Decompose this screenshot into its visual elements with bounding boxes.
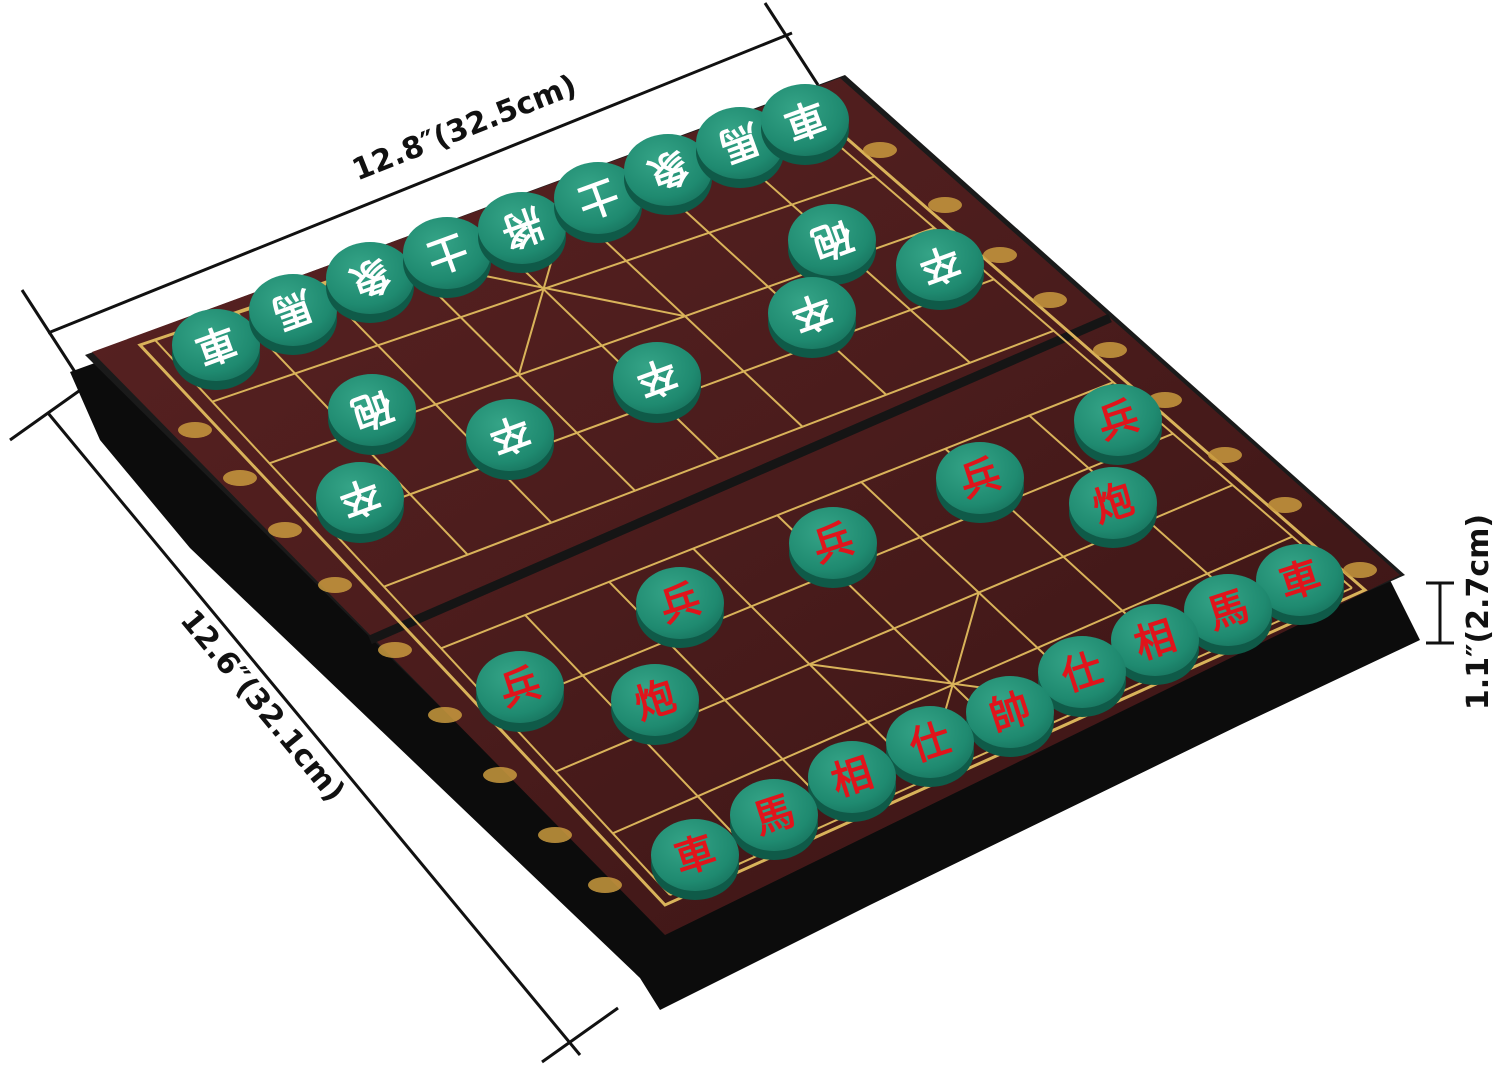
- chariot-ornament: [1093, 342, 1127, 358]
- piece-red-soldier: 兵: [1074, 384, 1162, 465]
- grid-file-line: [401, 258, 636, 492]
- piece-face: [1074, 384, 1162, 456]
- dimension-lines: [9, 2, 1454, 1064]
- piece-red-cannon: 炮: [611, 664, 699, 745]
- piece-face: [326, 242, 414, 314]
- piece-black-cannon: 砲: [788, 204, 876, 285]
- piece-red-advisor: 仕: [1038, 636, 1126, 717]
- piece-black-horse: 馬: [249, 274, 337, 355]
- piece-black-chariot: 車: [761, 84, 849, 165]
- chariot-ornament: [178, 422, 212, 438]
- piece-black-soldier: 卒: [613, 342, 701, 423]
- piece-face: [730, 779, 818, 851]
- piece-face: [761, 84, 849, 156]
- grid-file-line: [814, 124, 1353, 589]
- piece-red-soldier: 兵: [636, 567, 724, 648]
- piece-face: [1256, 544, 1344, 616]
- piece-face: [788, 204, 876, 276]
- chariot-ornament: [318, 577, 352, 593]
- width-dimension-label: 12.8″(32.5cm): [347, 68, 581, 188]
- chariot-ornament: [223, 470, 257, 486]
- piece-black-advisor: 士: [554, 162, 642, 243]
- chariot-ornament: [268, 522, 302, 538]
- chariot-ornament: [483, 767, 517, 783]
- piece-face: [886, 706, 974, 778]
- piece-face: [636, 567, 724, 639]
- piece-red-horse: 馬: [730, 779, 818, 860]
- piece-face: [624, 134, 712, 206]
- piece-black-soldier: 卒: [316, 462, 404, 543]
- piece-red-general: 帥: [966, 676, 1054, 757]
- chariot-ornament: [983, 247, 1017, 263]
- chariot-ornament: [1033, 292, 1067, 308]
- piece-red-advisor: 仕: [886, 706, 974, 787]
- piece-face: [1184, 574, 1272, 646]
- piece-black-cannon: 砲: [328, 374, 416, 455]
- piece-face: [651, 819, 739, 891]
- piece-red-chariot: 車: [1256, 544, 1344, 625]
- board-hinge: [368, 313, 1112, 645]
- pieces: 車 馬 象 士 將 士 象 馬 車 砲 砲 卒 卒 卒 卒 卒 兵 兵 兵 兵 …: [172, 84, 1344, 900]
- piece-face: [249, 274, 337, 346]
- piece-black-soldier: 卒: [896, 229, 984, 310]
- piece-red-elephant: 相: [1111, 604, 1199, 685]
- piece-face: [1038, 636, 1126, 708]
- chariot-ornament: [1208, 447, 1242, 463]
- xiangqi-board: [70, 75, 1420, 1010]
- piece-face: [403, 217, 491, 289]
- chariot-ornament: [378, 642, 412, 658]
- piece-face: [554, 162, 642, 234]
- height-dimension-label: 1.1″(2.7cm): [1461, 514, 1496, 710]
- piece-face: [478, 192, 566, 264]
- piece-face: [476, 651, 564, 723]
- chariot-ornament: [1343, 562, 1377, 578]
- piece-face: [328, 374, 416, 446]
- piece-red-elephant: 相: [808, 741, 896, 822]
- piece-face: [1069, 467, 1157, 539]
- piece-face: [808, 741, 896, 813]
- piece-face: [966, 676, 1054, 748]
- chariot-ornament: [538, 827, 572, 843]
- piece-red-soldier: 兵: [789, 507, 877, 588]
- chariot-ornament: [1268, 497, 1302, 513]
- chariot-ornament: [428, 707, 462, 723]
- piece-face: [611, 664, 699, 736]
- grid-file-line: [319, 285, 553, 524]
- piece-red-soldier: 兵: [936, 442, 1024, 523]
- piece-face: [896, 229, 984, 301]
- piece-face: [936, 442, 1024, 514]
- piece-face: [172, 309, 260, 381]
- piece-face: [1111, 604, 1199, 676]
- grid-file-line: [154, 339, 671, 896]
- piece-red-horse: 馬: [1184, 574, 1272, 655]
- piece-face: [613, 342, 701, 414]
- piece-face: [316, 462, 404, 534]
- chariot-ornament: [928, 197, 962, 213]
- piece-face: [789, 507, 877, 579]
- piece-face: [466, 399, 554, 471]
- piece-black-elephant: 象: [624, 134, 712, 215]
- piece-red-cannon: 炮: [1069, 467, 1157, 548]
- grid-file-line: [649, 178, 887, 396]
- chariot-ornament: [863, 142, 897, 158]
- piece-black-advisor: 士: [403, 217, 491, 298]
- piece-red-soldier: 兵: [476, 651, 564, 732]
- piece-black-soldier: 卒: [768, 277, 856, 358]
- chariot-ornament: [588, 877, 622, 893]
- piece-black-elephant: 象: [326, 242, 414, 323]
- piece-red-chariot: 車: [651, 819, 739, 900]
- piece-black-general: 將: [478, 192, 566, 273]
- piece-face: [768, 277, 856, 349]
- piece-black-chariot: 車: [172, 309, 260, 390]
- piece-black-soldier: 卒: [466, 399, 554, 480]
